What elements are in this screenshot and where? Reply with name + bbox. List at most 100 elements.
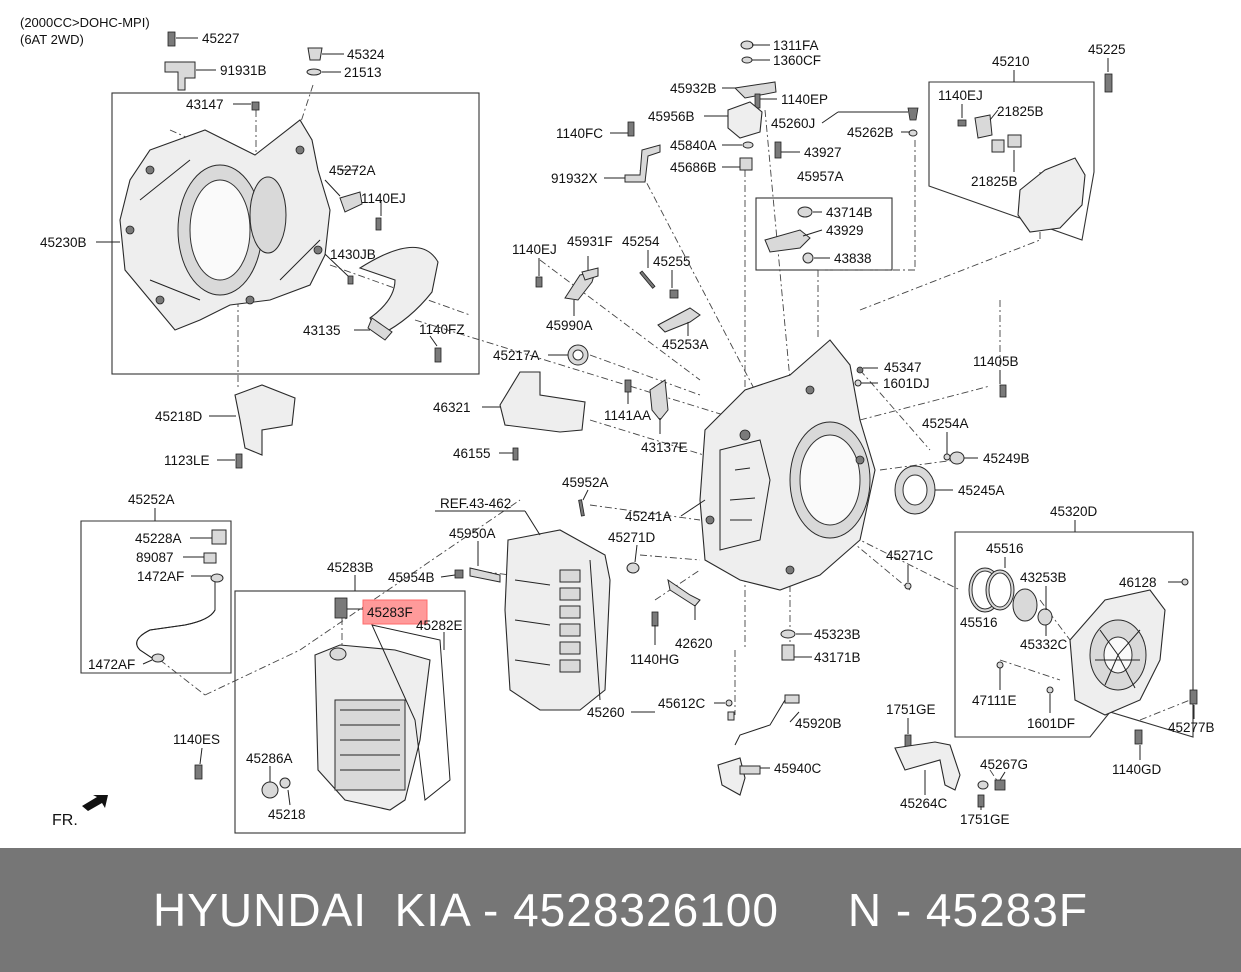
label-45271d[interactable]: 45271D <box>608 530 656 545</box>
label-45990a[interactable]: 45990A <box>546 318 593 333</box>
label-43714b[interactable]: 43714B <box>826 205 873 220</box>
label-1123le[interactable]: 1123LE <box>164 453 210 468</box>
seal-45840a <box>742 141 754 149</box>
label-45255[interactable]: 45255 <box>653 254 691 269</box>
label-1140fz[interactable]: 1140FZ <box>419 322 465 337</box>
label-45612c[interactable]: 45612C <box>658 696 706 711</box>
label-21825b-2[interactable]: 21825B <box>971 174 1018 189</box>
label-45254[interactable]: 45254 <box>622 234 660 249</box>
label-21825b-1[interactable]: 21825B <box>997 104 1044 119</box>
label-45252a[interactable]: 45252A <box>128 492 175 507</box>
label-43137e[interactable]: 43137E <box>641 440 688 455</box>
label-1140ej-1[interactable]: 1140EJ <box>361 191 406 206</box>
label-45241a[interactable]: 45241A <box>625 509 672 524</box>
label-43929[interactable]: 43929 <box>826 223 864 238</box>
label-1140hg[interactable]: 1140HG <box>630 652 679 667</box>
label-45686b[interactable]: 45686B <box>670 160 717 175</box>
label-45271c[interactable]: 45271C <box>886 548 934 563</box>
valve-body-45950a <box>504 529 611 711</box>
label-45286a[interactable]: 45286A <box>246 751 293 766</box>
label-45932b[interactable]: 45932B <box>670 81 717 96</box>
label-45954b[interactable]: 45954B <box>388 570 435 585</box>
label-45920b[interactable]: 45920B <box>795 716 842 731</box>
label-45931f[interactable]: 45931F <box>567 234 613 249</box>
label-1140fc[interactable]: 1140FC <box>556 126 603 141</box>
label-43147[interactable]: 43147 <box>186 97 224 112</box>
label-45249b[interactable]: 45249B <box>983 451 1030 466</box>
label-45332c[interactable]: 45332C <box>1020 637 1068 652</box>
label-1140gd[interactable]: 1140GD <box>1112 762 1162 777</box>
label-1472af-1[interactable]: 1472AF <box>137 569 184 584</box>
label-21513[interactable]: 21513 <box>344 65 382 80</box>
label-1141aa[interactable]: 1141AA <box>604 408 651 423</box>
label-45267g[interactable]: 45267G <box>980 757 1028 772</box>
label-45957a[interactable]: 45957A <box>797 169 844 184</box>
label-43927[interactable]: 43927 <box>804 145 842 160</box>
label-43171b[interactable]: 43171B <box>814 650 861 665</box>
label-1601df[interactable]: 1601DF <box>1027 716 1075 731</box>
label-45952a[interactable]: 45952A <box>562 475 609 490</box>
label-45253a[interactable]: 45253A <box>662 337 709 352</box>
shaft-45254 <box>639 270 656 289</box>
label-1360cf[interactable]: 1360CF <box>773 53 821 68</box>
label-45950a[interactable]: 45950A <box>449 526 496 541</box>
label-1140ej-2[interactable]: 1140EJ <box>938 88 983 103</box>
label-91931b[interactable]: 91931B <box>220 63 267 78</box>
label-45323b[interactable]: 45323B <box>814 627 861 642</box>
label-1140es[interactable]: 1140ES <box>173 732 220 747</box>
pin-45347 <box>856 366 864 374</box>
label-45940c[interactable]: 45940C <box>774 761 822 776</box>
label-46128[interactable]: 46128 <box>1119 575 1157 590</box>
label-45260[interactable]: 45260 <box>587 705 625 720</box>
label-45218[interactable]: 45218 <box>268 807 306 822</box>
label-45516-1[interactable]: 45516 <box>986 541 1024 556</box>
label-45282e[interactable]: 45282E <box>416 618 463 633</box>
label-43838[interactable]: 43838 <box>834 251 872 266</box>
label-45320d[interactable]: 45320D <box>1050 504 1098 519</box>
label-45262b[interactable]: 45262B <box>847 125 894 140</box>
label-45283b[interactable]: 45283B <box>327 560 374 575</box>
label-45210[interactable]: 45210 <box>992 54 1030 69</box>
label-47111e[interactable]: 47111E <box>972 693 1017 708</box>
label-42620[interactable]: 42620 <box>675 636 713 651</box>
label-46155[interactable]: 46155 <box>453 446 491 461</box>
label-45264c[interactable]: 45264C <box>900 796 948 811</box>
label-45230b[interactable]: 45230B <box>40 235 87 250</box>
label-1140ej-3[interactable]: 1140EJ <box>512 242 557 257</box>
label-45225[interactable]: 45225 <box>1088 42 1126 57</box>
label-1430jb[interactable]: 1430JB <box>330 247 376 262</box>
bolt-1140fc <box>627 121 635 137</box>
label-89087[interactable]: 89087 <box>136 550 174 565</box>
label-45347[interactable]: 45347 <box>884 360 922 375</box>
pin-46155 <box>512 447 519 461</box>
pin-45931f <box>581 267 599 281</box>
label-45272a[interactable]: 45272A <box>329 163 376 178</box>
label-1751ge-2[interactable]: 1751GE <box>960 812 1010 827</box>
label-43253b[interactable]: 43253B <box>1020 570 1067 585</box>
label-45227[interactable]: 45227 <box>202 31 240 46</box>
label-45956b[interactable]: 45956B <box>648 109 695 124</box>
label-1751ge-1[interactable]: 1751GE <box>886 702 936 717</box>
label-11405b[interactable]: 11405B <box>973 354 1019 369</box>
ref-label[interactable]: REF.43-462 <box>440 496 511 511</box>
label-45245a[interactable]: 45245A <box>958 483 1005 498</box>
label-45218d[interactable]: 45218D <box>155 409 203 424</box>
label-1472af-2[interactable]: 1472AF <box>88 657 135 672</box>
label-1311fa[interactable]: 1311FA <box>773 38 819 53</box>
label-46321[interactable]: 46321 <box>433 400 471 415</box>
label-1140ep[interactable]: 1140EP <box>781 92 828 107</box>
bolt-1123le <box>235 453 243 469</box>
label-45260j[interactable]: 45260J <box>771 116 815 131</box>
label-43135[interactable]: 43135 <box>303 323 341 338</box>
label-45516-2[interactable]: 45516 <box>960 615 998 630</box>
label-45283f[interactable]: 45283F <box>367 605 413 620</box>
label-45228a[interactable]: 45228A <box>135 531 182 546</box>
label-45277b[interactable]: 45277B <box>1168 720 1215 735</box>
label-45254a[interactable]: 45254A <box>922 416 969 431</box>
label-45840a[interactable]: 45840A <box>670 138 717 153</box>
label-45217a[interactable]: 45217A <box>493 348 540 363</box>
label-45324[interactable]: 45324 <box>347 47 385 62</box>
label-91932x[interactable]: 91932X <box>551 171 598 186</box>
bolt-45267g <box>994 779 1006 791</box>
label-1601dj[interactable]: 1601DJ <box>883 376 930 391</box>
